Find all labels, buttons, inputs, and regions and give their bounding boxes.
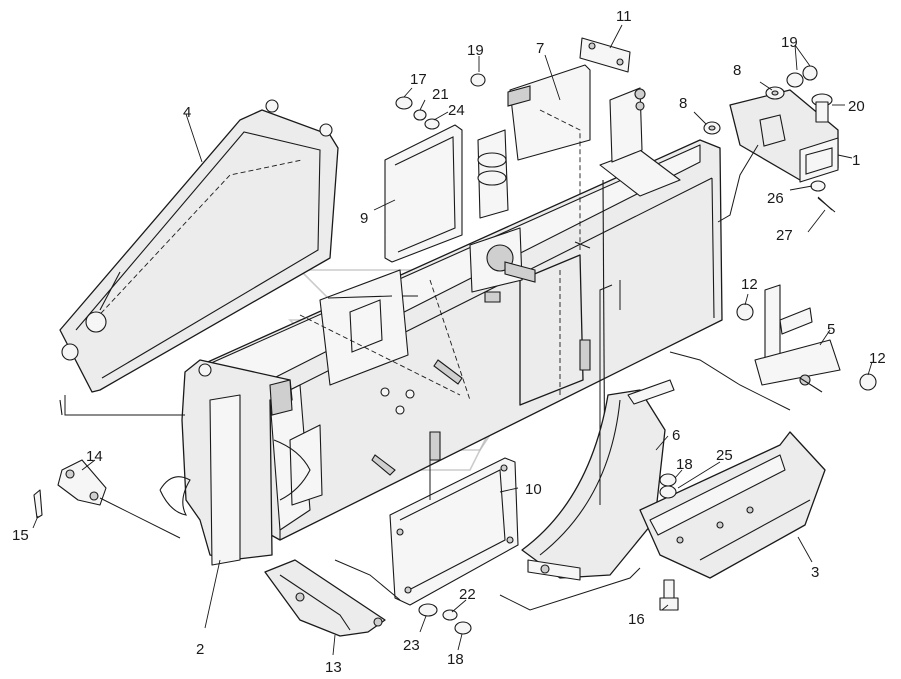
callout-14: 14	[86, 448, 103, 465]
callout-22: 22	[459, 586, 476, 603]
callouts: 1 2 3 4 5 6 7 8 8 9 10 11 12 12 13 14 15…	[12, 8, 886, 676]
callout-9: 9	[360, 210, 368, 227]
callout-7: 7	[536, 40, 544, 57]
callout-24: 24	[448, 102, 465, 119]
callout-21: 21	[432, 86, 449, 103]
hardware-lower-right	[659, 461, 721, 611]
part-20-bolt	[811, 93, 845, 123]
callout-12-b: 12	[869, 350, 886, 367]
callout-3: 3	[811, 564, 819, 581]
callout-26: 26	[767, 190, 784, 207]
part-14-link	[57, 459, 107, 506]
callout-4: 4	[183, 104, 191, 121]
callout-8-b: 8	[679, 95, 687, 112]
vertical-post	[477, 129, 509, 219]
part-5-bracket	[736, 284, 877, 393]
callout-17: 17	[410, 71, 427, 88]
callout-18-a: 18	[676, 456, 693, 473]
part-7-hitch-plate	[507, 54, 591, 250]
callout-5: 5	[827, 321, 835, 338]
callout-6: 6	[672, 427, 680, 444]
part-6-curved-shield	[521, 379, 675, 581]
callout-27: 27	[776, 227, 793, 244]
callout-2: 2	[196, 641, 204, 658]
callout-13: 13	[325, 659, 342, 676]
callout-10: 10	[525, 481, 542, 498]
callout-19-b: 19	[781, 34, 798, 51]
part-9-plate	[373, 124, 463, 263]
part-15-pin	[32, 489, 43, 529]
part-4-side-shield	[59, 99, 339, 416]
callout-16: 16	[628, 611, 645, 628]
assembly-arrows	[64, 144, 791, 611]
callout-19-a: 19	[467, 42, 484, 59]
callout-8-a: 8	[733, 62, 741, 79]
callout-11: 11	[616, 8, 632, 25]
part-10-side-plate	[389, 457, 519, 606]
callout-23: 23	[403, 637, 420, 654]
part-11-small-plate	[579, 24, 631, 73]
top-bracket	[609, 87, 646, 163]
callout-25: 25	[716, 447, 733, 464]
callout-15: 15	[12, 527, 29, 544]
main-frame	[189, 139, 723, 541]
part-13-lower-guard	[264, 559, 386, 656]
callout-20: 20	[848, 98, 865, 115]
part-1-receiver-tube	[729, 89, 853, 183]
part-27-pin	[817, 197, 836, 213]
part-2-front-post	[159, 359, 293, 629]
callout-1: 1	[852, 152, 860, 169]
hardware-bottom	[418, 599, 472, 651]
callout-18-b: 18	[447, 651, 464, 668]
callout-12-a: 12	[741, 276, 758, 293]
part-3-lower-guard	[639, 431, 826, 579]
